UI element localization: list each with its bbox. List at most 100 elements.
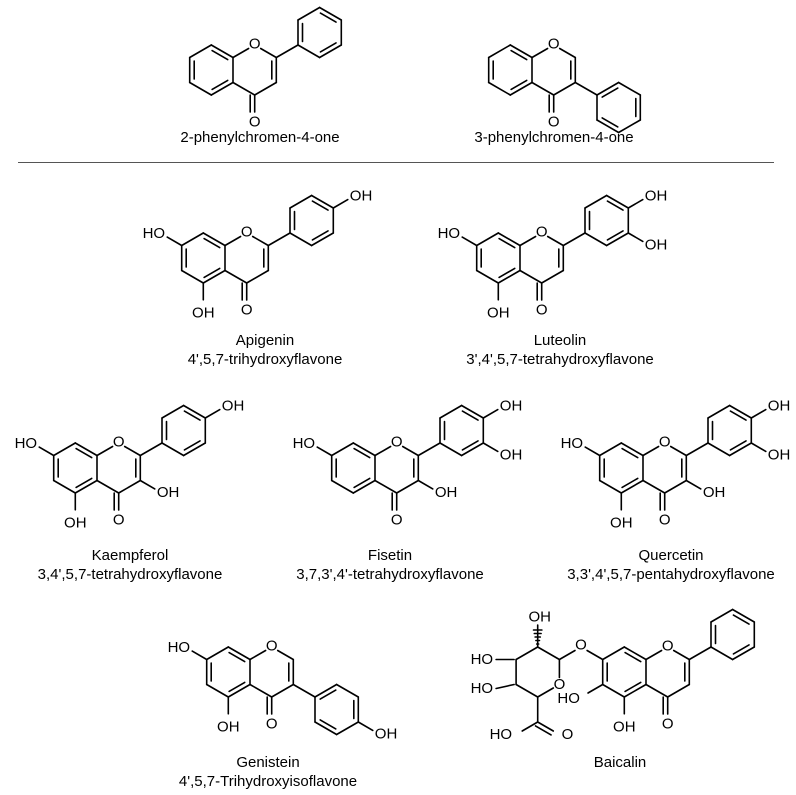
bond <box>475 232 500 247</box>
caption-kaempferol-systematic: 3,4',5,7-tetrahydroxyflavone <box>37 566 223 583</box>
bond <box>245 269 270 284</box>
bond <box>710 646 734 661</box>
bond <box>645 683 669 698</box>
hydroxyl-label: OH <box>222 398 245 415</box>
double-bond-line <box>624 681 642 693</box>
bond <box>180 269 205 284</box>
bond <box>642 445 660 457</box>
hydroxyl-label: HO <box>168 639 191 656</box>
bond <box>587 683 604 694</box>
bond <box>536 646 561 661</box>
bond <box>552 81 577 96</box>
double-bond-line <box>498 267 516 279</box>
double-bond-line <box>601 87 619 98</box>
caption-fisetin-systematic: 3,7,3',4'-tetrahydroxyflavone <box>296 566 484 583</box>
hydroxyl-label: OH <box>528 609 551 626</box>
hydroxyl-label: OH <box>487 304 510 321</box>
bond <box>645 649 663 661</box>
bond <box>497 232 521 247</box>
double-bond-line <box>228 681 246 693</box>
bond <box>166 236 183 247</box>
bond <box>669 445 688 457</box>
bond <box>205 646 230 661</box>
double-bond-line <box>183 440 201 451</box>
hydroxyl-label: OH <box>217 718 240 735</box>
hydroxyl-label: OH <box>500 398 523 415</box>
double-bond-line <box>228 651 246 663</box>
bond <box>276 649 295 661</box>
bond <box>249 683 273 698</box>
bond <box>202 232 226 247</box>
bond <box>374 479 398 494</box>
bond <box>598 442 623 457</box>
double-bond-line <box>732 614 750 625</box>
bond <box>536 687 555 698</box>
bond <box>531 47 549 59</box>
carbonyl-oxygen-label: O <box>391 512 403 529</box>
bond <box>52 479 77 494</box>
bond <box>96 445 114 457</box>
bond <box>210 81 234 96</box>
bond <box>417 442 441 457</box>
bond <box>251 235 270 247</box>
double-bond-line <box>353 477 371 489</box>
hydroxyl-label: HO <box>490 726 513 743</box>
bond <box>584 194 608 209</box>
bond <box>750 408 767 419</box>
bond <box>352 479 376 494</box>
caption-quercetin-name: Quercetin <box>638 547 704 564</box>
bond <box>536 721 555 732</box>
carbonyl-oxygen-label: O <box>536 302 548 319</box>
bond <box>519 269 543 284</box>
ring-oxygen-label: O <box>249 36 261 53</box>
bond <box>310 194 335 209</box>
double-bond-line <box>211 79 229 91</box>
bond <box>292 683 316 698</box>
bond <box>605 194 630 209</box>
bond <box>161 404 185 419</box>
double-bond-line <box>729 410 747 421</box>
bond <box>515 646 539 661</box>
bond <box>710 608 734 623</box>
bond <box>297 6 321 21</box>
ring-oxygen-label: O <box>548 36 560 53</box>
bond <box>74 442 98 457</box>
caption-quercetin-systematic: 3,3',4',5,7-pentahydroxyflavone <box>567 566 775 583</box>
bond <box>685 442 709 457</box>
bond <box>495 683 515 690</box>
caption-kaempferol: Kaempferol 3,4',5,7-tetrahydroxyflavone <box>10 546 250 584</box>
bond <box>596 81 620 96</box>
bond <box>270 683 295 698</box>
bond <box>289 194 313 209</box>
bond <box>417 479 434 490</box>
bond <box>586 649 604 661</box>
carbonyl-oxygen-label: O <box>241 302 253 319</box>
hydroxyl-label: OH <box>703 484 726 501</box>
caption-kaempferol-name: Kaempferol <box>91 547 169 564</box>
carbonyl-oxygen-label: O <box>266 716 278 733</box>
caption-luteolin-name: Luteolin <box>533 332 587 349</box>
bond <box>188 44 213 59</box>
carbonyl-oxygen-label: O <box>249 114 261 131</box>
hydroxyl-label: HO <box>15 435 38 452</box>
bond <box>601 646 626 661</box>
bond <box>38 446 55 457</box>
bond <box>96 479 120 494</box>
bond <box>117 479 142 494</box>
caption-fisetin-name: Fisetin <box>367 547 413 564</box>
double-bond-line <box>732 644 750 655</box>
hydroxyl-label: OH <box>192 304 215 321</box>
bond <box>204 408 221 419</box>
ring-oxygen-label: O <box>536 224 548 241</box>
caption-luteolin-systematic: 3',4',5,7-tetrahydroxyflavone <box>466 351 654 368</box>
double-bond-line <box>498 237 516 249</box>
caption-baicalin: Baicalin <box>520 753 720 772</box>
bond <box>519 235 537 247</box>
bond <box>562 232 586 247</box>
bond <box>482 408 499 419</box>
bond <box>596 119 620 134</box>
bond <box>202 269 226 284</box>
caption-baicalin-name: Baicalin <box>593 754 647 771</box>
bond <box>521 721 539 732</box>
bond <box>139 442 163 457</box>
